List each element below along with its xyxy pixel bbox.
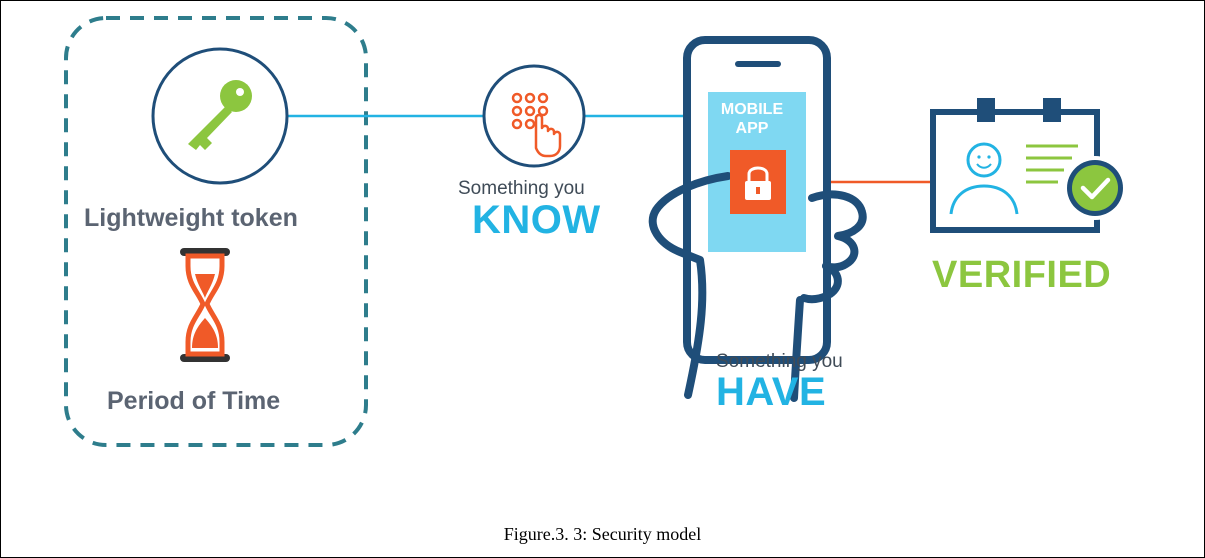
have-caption: Something you [716,351,843,372]
phone-in-hand-icon [648,36,867,402]
key-icon [151,47,289,185]
know-caption: Something you [458,178,585,199]
check-icon [1063,156,1127,220]
mobile-app-label: MOBILE APP [707,100,797,138]
know-title: KNOW [472,198,601,242]
mobile-app-line2: APP [735,120,769,137]
token-group-box [64,16,368,447]
hourglass-icon [180,248,230,362]
verified-label: VERIFIED [932,254,1112,296]
token-label: Lightweight token [84,204,298,232]
mobile-app-line1: MOBILE [720,101,784,118]
have-title: HAVE [716,370,827,414]
period-label: Period of Time [107,387,281,415]
padlock-icon [730,150,786,214]
figure-caption: Figure.3. 3: Security model [503,524,702,544]
keypad-icon [482,64,586,168]
